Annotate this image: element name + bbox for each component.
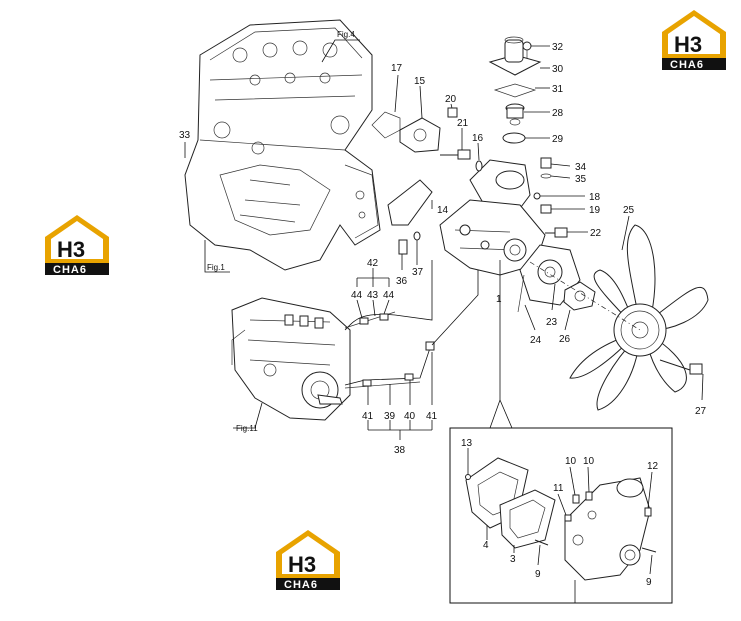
logo-bottom-text: CHA6 [670,59,704,71]
part-label: 38 [394,445,406,456]
part-label: 17 [391,63,403,74]
water-pump-assembly [371,107,568,276]
logo-top-text: H3 [288,552,316,577]
part-label: 11 [553,483,564,494]
part-label: 9 [646,577,652,588]
part-label: 39 [384,411,396,422]
detail-inset [449,260,673,604]
part-label: 24 [530,335,542,346]
fig-ref-11: Fig.11 [236,424,258,433]
part-label: 3 [510,554,516,565]
part-label: 41 [362,411,374,422]
part-label: 35 [575,174,587,185]
part-label: 25 [623,205,635,216]
part-label: 23 [546,317,558,328]
part-label: 10 [583,456,595,467]
part-label: 28 [552,108,564,119]
part-label: 40 [404,411,416,422]
part-label: 30 [552,64,564,75]
leader-lines [184,39,704,575]
part-label: 33 [179,130,191,141]
part-label: 16 [472,133,484,144]
thermostat-stack [488,36,542,144]
part-label: 44 [351,290,363,301]
part-label: 19 [589,205,601,216]
part-labels: 1 3 4 9 9 10 10 11 12 13 14 15 16 17 18 … [179,42,707,588]
part-label: 26 [559,334,571,345]
fan-25 [569,224,709,411]
logo-top-text: H3 [57,237,85,262]
part-label: 43 [367,290,379,301]
logo-bottom: H3 CHA6 [276,530,340,591]
part-label: 21 [457,118,469,129]
pipes [344,260,479,389]
engine-block-drawing [184,19,381,271]
fuel-pump-drawing [231,297,351,421]
logo-top-right: H3 CHA6 [662,10,726,71]
part-label: 32 [552,42,564,53]
part-label: 12 [647,461,659,472]
part-label: 10 [565,456,577,467]
part-label: 41 [426,411,438,422]
part-label: 44 [383,290,395,301]
pulley-and-fan [517,224,709,411]
part-label: 27 [695,406,707,417]
part-label: 29 [552,134,564,145]
part-label: 15 [414,76,426,87]
part-label: 42 [367,258,379,269]
part-label: 22 [590,228,602,239]
part-label: 13 [461,438,473,449]
part-label: 36 [396,276,408,287]
logo-bottom-text: CHA6 [53,264,87,276]
part-label: 1 [496,294,502,305]
part-label: 9 [535,569,541,580]
part-label: 18 [589,192,601,203]
part-label: 4 [483,540,489,551]
part-label: 37 [412,267,424,278]
logo-top-text: H3 [674,32,702,57]
logo-bottom-text: CHA6 [284,579,318,591]
fig-ref-1: Fig.1 [207,263,225,272]
part-label: 34 [575,162,587,173]
part-label: 20 [445,94,457,105]
logo-left: H3 CHA6 [45,215,109,276]
part-label: 31 [552,84,564,95]
fig-ref-4: Fig.4 [337,30,355,39]
part-label: 14 [437,205,449,216]
